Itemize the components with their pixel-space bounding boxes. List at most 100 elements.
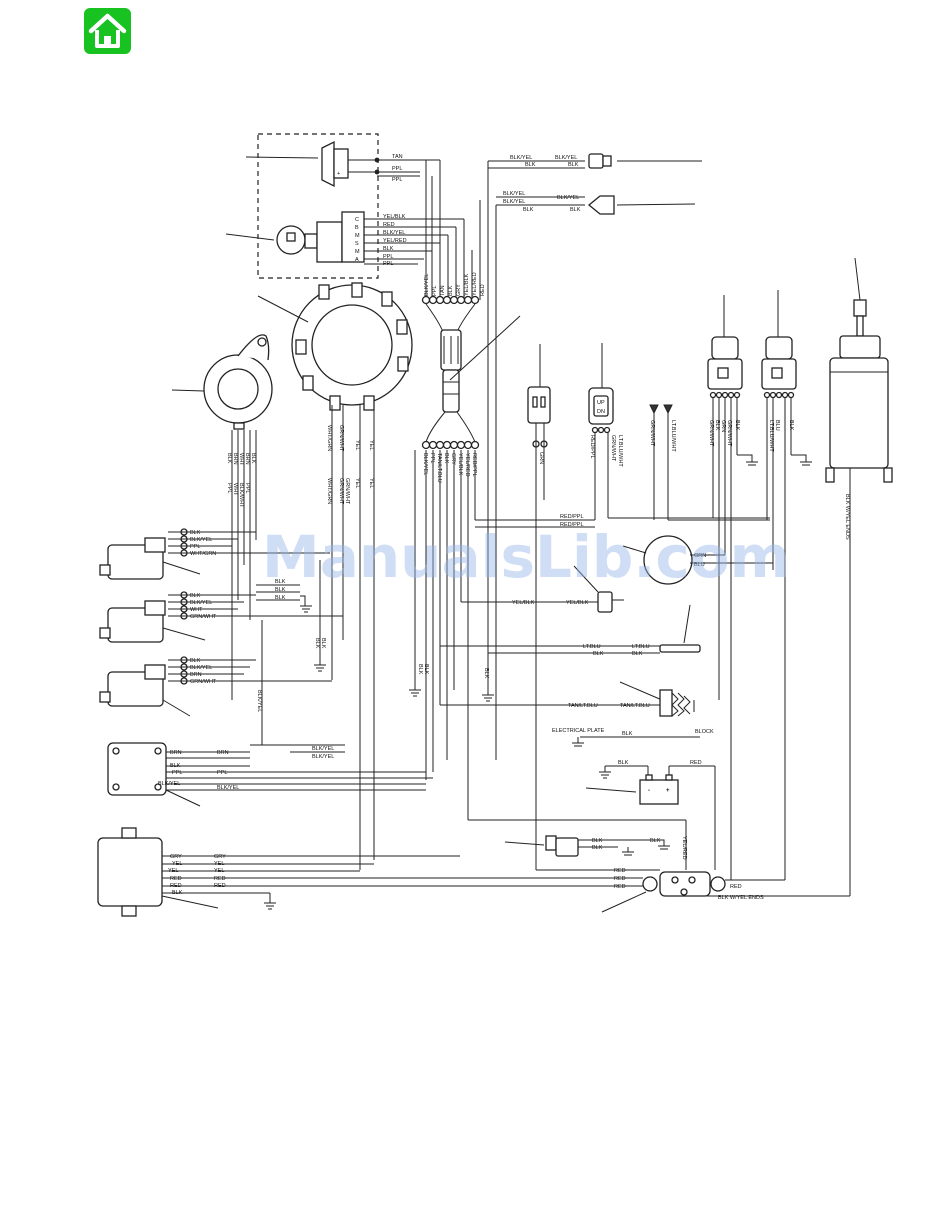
key-switch-wire-label: RED — [383, 222, 395, 228]
svg-text:BLK: BLK — [592, 845, 603, 851]
harness-bottom-label: PPL — [429, 453, 435, 463]
svg-text:TAN/LT.BLU: TAN/LT.BLU — [568, 703, 598, 709]
home-button[interactable] — [84, 8, 131, 54]
svg-text:+: + — [337, 171, 340, 177]
svg-text:BLK W/YEL ENDS: BLK W/YEL ENDS — [718, 895, 764, 901]
svg-text:TAN/LT.BLU: TAN/LT.BLU — [620, 703, 650, 709]
svg-text:DN: DN — [597, 409, 605, 415]
harness-pins-bottom — [421, 440, 480, 450]
svg-text:BLK: BLK — [172, 890, 183, 896]
horn: + — [245, 140, 349, 188]
svg-text:YEL: YEL — [368, 478, 374, 488]
svg-text:BLK/YEL: BLK/YEL — [158, 781, 180, 787]
svg-text:PPL: PPL — [226, 483, 232, 493]
svg-text:YEL: YEL — [214, 868, 224, 874]
svg-text:BLK: BLK — [632, 651, 643, 657]
svg-text:BLK/YEL: BLK/YEL — [190, 600, 212, 606]
svg-text:BLK: BLK — [275, 595, 286, 601]
svg-text:YEL: YEL — [214, 861, 224, 867]
svg-text:BLK/YEL: BLK/YEL — [555, 155, 577, 161]
svg-text:BLK/YEL: BLK/YEL — [312, 746, 334, 752]
svg-text:YEL/BLK: YEL/BLK — [512, 600, 535, 606]
svg-text:BLK: BLK — [618, 760, 629, 766]
rectifier — [107, 742, 201, 807]
svg-text:A: A — [355, 257, 359, 263]
coil-1-pins — [180, 528, 188, 557]
home-icon — [88, 13, 127, 48]
svg-text:-: - — [648, 788, 650, 794]
svg-text:BLK/YEL: BLK/YEL — [312, 754, 334, 760]
svg-text:GRN/WHT: GRN/WHT — [338, 478, 344, 505]
key-switch-wire-label: BLK/YEL — [383, 230, 405, 236]
ring-terminal — [587, 195, 696, 215]
svg-text:BRN: BRN — [232, 453, 238, 465]
svg-text:WHT/GRN: WHT/GRN — [326, 425, 332, 451]
svg-text:GRN/WHT: GRN/WHT — [610, 435, 616, 462]
svg-text:YEL: YEL — [172, 861, 182, 867]
svg-text:BLK: BLK — [622, 731, 633, 737]
ignition-coil-3 — [99, 664, 191, 717]
svg-text:LT.BLU/WHT: LT.BLU/WHT — [670, 420, 676, 452]
svg-text:BLK/YEL: BLK/YEL — [510, 155, 532, 161]
svg-text:RED: RED — [730, 884, 742, 890]
overheat-switch — [573, 565, 624, 613]
svg-text:RED/PPL: RED/PPL — [560, 522, 584, 528]
svg-text:RED/PPL: RED/PPL — [589, 435, 595, 459]
key-switch-wire-label: YEL/RED — [383, 238, 407, 244]
svg-text:GRN/WHT: GRN/WHT — [726, 420, 732, 447]
svg-text:BLK: BLK — [788, 420, 794, 431]
trim-relay-down — [707, 295, 743, 399]
harness-top-label: PPL — [432, 286, 438, 296]
svg-text:YEL: YEL — [354, 440, 360, 450]
tachometer-pickup — [619, 681, 695, 717]
svg-text:PPL: PPL — [172, 770, 182, 776]
horn-wire-label: PPL — [392, 177, 402, 183]
svg-text:BLK: BLK — [568, 162, 579, 168]
harness-top-label: YEL/RED — [472, 272, 478, 296]
ignition-coil-1 — [99, 537, 201, 580]
svg-text:BLK: BLK — [525, 162, 536, 168]
svg-text:GRN/WHT: GRN/WHT — [649, 420, 655, 447]
svg-text:BLK: BLK — [190, 593, 201, 599]
svg-text:BLK/YEL: BLK/YEL — [557, 195, 579, 201]
svg-text:BLK: BLK — [320, 638, 326, 649]
harness-top-label: RED — [480, 284, 486, 296]
svg-text:PPL: PPL — [190, 544, 200, 550]
switch-box — [97, 827, 219, 917]
svg-text:BLK/YEL: BLK/YEL — [503, 199, 525, 205]
svg-text:BLK: BLK — [592, 838, 603, 844]
harness-bottom-label: RED/PPL — [471, 453, 477, 477]
harness-top-label: GRY — [456, 284, 462, 296]
svg-text:BRN: BRN — [217, 750, 229, 756]
harness-bottom-label: YEL/BLK — [457, 453, 463, 476]
harness-pins-top — [421, 295, 480, 305]
svg-text:BLK: BLK — [523, 207, 534, 213]
harness-top-label: BLK — [448, 285, 454, 296]
svg-text:BLK: BLK — [190, 658, 201, 664]
svg-text:RED: RED — [614, 868, 626, 874]
svg-text:YEL: YEL — [168, 868, 178, 874]
svg-text:BLK W/YEL ENDS: BLK W/YEL ENDS — [844, 494, 850, 540]
trim-plug — [527, 344, 551, 870]
svg-text:BLK/YEL: BLK/YEL — [256, 690, 262, 712]
svg-text:BLK: BLK — [275, 579, 286, 585]
bullet-connector — [588, 153, 702, 169]
svg-text:RED/PPL: RED/PPL — [560, 514, 584, 520]
svg-text:RED: RED — [170, 876, 182, 882]
svg-text:BLK: BLK — [714, 420, 720, 431]
svg-text:GRN/WHT: GRN/WHT — [344, 478, 350, 505]
dashed-enclosure — [257, 133, 379, 279]
harness-top-label: BLK/YEL — [424, 274, 430, 296]
svg-text:BLK: BLK — [226, 453, 232, 464]
coil-2-pins — [180, 591, 188, 620]
harness-bottom-label: BLK/YEL — [422, 453, 428, 475]
svg-text:BLK: BLK — [417, 664, 423, 675]
svg-text:BLU: BLU — [694, 562, 705, 568]
svg-text:GRN/WHT: GRN/WHT — [708, 420, 714, 447]
ignition-coil-2 — [99, 600, 206, 643]
relay-connectors — [649, 404, 673, 520]
svg-text:LT.BLU/WHT: LT.BLU/WHT — [768, 420, 774, 452]
key-switch-wire-label: BLK — [383, 246, 394, 252]
svg-text:PPL: PPL — [244, 483, 250, 493]
